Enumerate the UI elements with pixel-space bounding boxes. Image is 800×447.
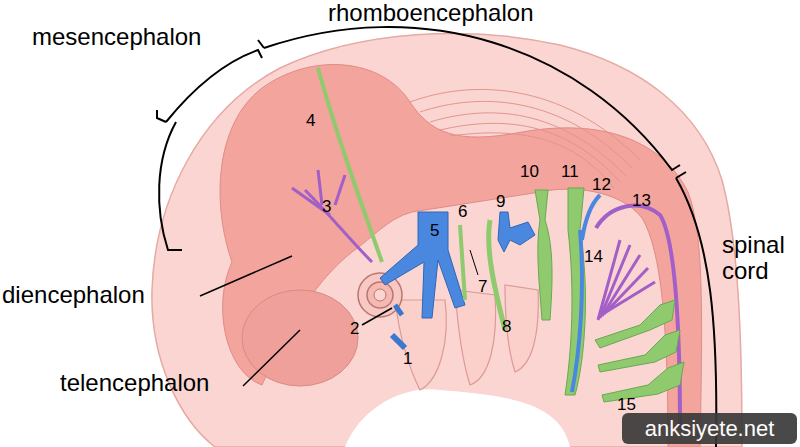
region-label: spinal cord <box>722 232 792 285</box>
oculomotor-nerve <box>292 170 372 262</box>
callout-number: 8 <box>502 318 511 337</box>
callout-number: 7 <box>478 278 487 297</box>
optic-nerve <box>395 305 402 315</box>
telencephalon-bulge <box>242 290 358 386</box>
region-brackets <box>157 27 716 447</box>
watermark-box: anksiyete.net <box>622 413 797 444</box>
glossopharyngeal-nerve <box>535 190 552 320</box>
callout-number: 4 <box>306 112 315 131</box>
region-label: rhomboencephalon <box>328 0 534 26</box>
region-label: diencephalon <box>2 282 145 308</box>
callout-number: 2 <box>350 320 359 339</box>
callout-number: 1 <box>403 350 412 369</box>
optic-vesicle <box>358 273 402 317</box>
trigeminal-nerve <box>380 212 465 318</box>
leader-lines <box>200 256 392 386</box>
trochlear-nerve <box>318 68 382 262</box>
rhombic-roof <box>410 89 640 188</box>
pharyngeal-arches <box>395 285 538 390</box>
callout-number: 9 <box>496 193 505 212</box>
callout-number: 5 <box>430 222 439 241</box>
callout-number: 11 <box>561 163 579 182</box>
callout-number: 3 <box>322 198 331 217</box>
callout-number: 14 <box>584 248 603 267</box>
watermark-text: anksiyete.net <box>645 416 775 442</box>
pharyngeal-cleft <box>345 389 570 447</box>
region-label: telencephalon <box>60 370 209 396</box>
callout-number: 13 <box>632 192 651 211</box>
vestibulocochlear-nerve <box>498 212 535 252</box>
facial-leader <box>470 250 478 275</box>
callout-number: 15 <box>617 396 636 415</box>
vagus-nerve <box>565 188 585 395</box>
accessory-nerve <box>582 195 600 240</box>
vagus-blue <box>572 230 582 392</box>
abducens-nerve <box>460 225 465 300</box>
callout-number: 12 <box>592 176 611 195</box>
spinal-ganglia <box>595 300 684 402</box>
embryo-body <box>152 33 742 447</box>
region-label: mesencephalon <box>32 24 201 50</box>
callout-number: 10 <box>520 163 539 182</box>
olfactory-nerve <box>392 335 405 348</box>
hypoglossal-nerve <box>598 240 655 320</box>
callout-number: 6 <box>458 203 467 222</box>
